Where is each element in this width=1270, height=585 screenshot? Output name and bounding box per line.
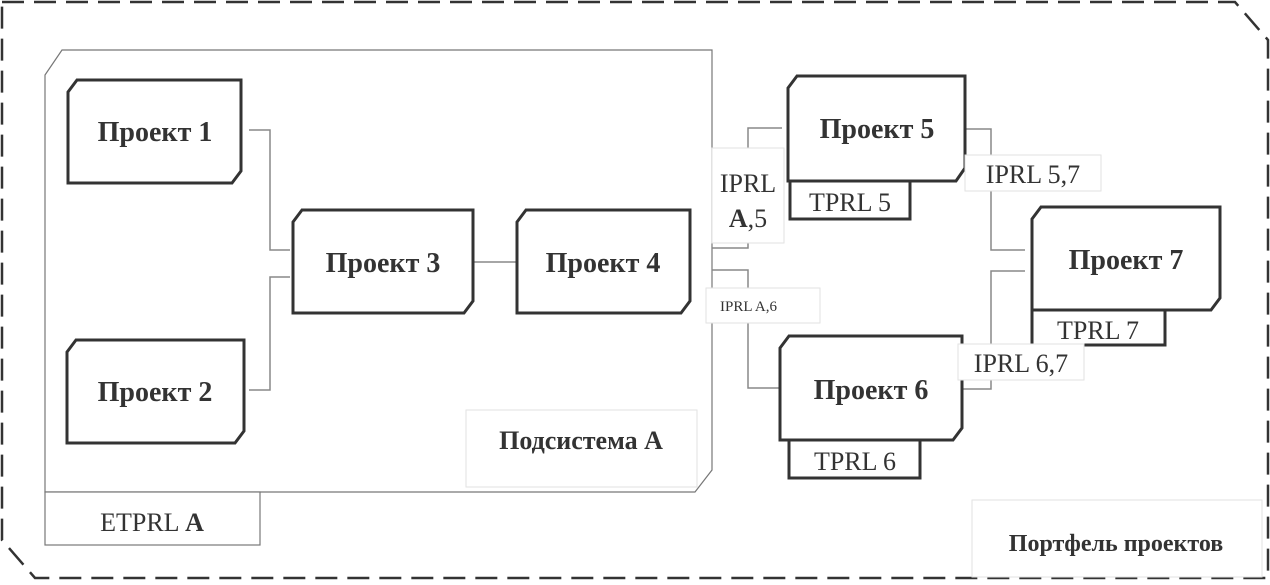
connectors bbox=[249, 127, 1025, 391]
connector-p1-p3 bbox=[249, 129, 290, 251]
svg-text:Проект 1: Проект 1 bbox=[98, 117, 213, 148]
etprl-a-box bbox=[44, 491, 261, 546]
svg-text:Проект 7: Проект 7 bbox=[1069, 245, 1184, 276]
connector-p2-p3 bbox=[249, 276, 290, 391]
tprl-6: TPRL 6 bbox=[814, 447, 896, 476]
svg-text:Проект 2: Проект 2 bbox=[98, 377, 213, 408]
svg-text:IPRL: IPRL bbox=[720, 169, 776, 198]
connector-a-p6 bbox=[712, 269, 780, 389]
svg-text:Проект 3: Проект 3 bbox=[326, 248, 441, 279]
iprl-57-label: IPRL 5,7 bbox=[964, 154, 1102, 192]
tprl-5: TPRL 5 bbox=[809, 188, 891, 217]
svg-text:Проект 4: Проект 4 bbox=[546, 248, 661, 279]
project-7: TPRL 7 Проект 7 bbox=[1030, 205, 1222, 347]
iprl-a6-label: IPRL A,6 bbox=[705, 287, 821, 324]
project-5: TPRL 5 Проект 5 bbox=[786, 74, 967, 221]
svg-text:A,5: A,5 bbox=[729, 204, 767, 233]
svg-text:IPRL 5,7: IPRL 5,7 bbox=[986, 160, 1080, 189]
svg-text:IPRL 6,7: IPRL 6,7 bbox=[974, 349, 1068, 378]
project-3: Проект 3 bbox=[291, 208, 475, 315]
project-2: Проект 2 bbox=[65, 338, 246, 445]
portfolio-title: Портфель проектов bbox=[971, 499, 1263, 578]
project-4: Проект 4 bbox=[515, 208, 692, 315]
subsystem-a-title: Подсистема A bbox=[465, 409, 698, 488]
iprl-67-label: IPRL 6,7 bbox=[957, 343, 1085, 381]
tprl-7: TPRL 7 bbox=[1057, 316, 1139, 345]
svg-text:IPRL A,6: IPRL A,6 bbox=[720, 299, 777, 315]
etprl-a-label: ETPRL A bbox=[100, 508, 204, 537]
iprl-a5-label: IPRL A,5 bbox=[711, 147, 785, 244]
svg-text:Портфель проектов: Портфель проектов bbox=[1009, 531, 1223, 557]
svg-text:Проект 5: Проект 5 bbox=[820, 114, 935, 145]
project-6: TPRL 6 Проект 6 bbox=[778, 334, 964, 480]
svg-text:Подсистема A: Подсистема A bbox=[499, 426, 663, 455]
project-1: Проект 1 bbox=[66, 78, 243, 185]
connector-p6-p7 bbox=[958, 270, 1025, 390]
svg-text:Проект 6: Проект 6 bbox=[814, 375, 929, 406]
